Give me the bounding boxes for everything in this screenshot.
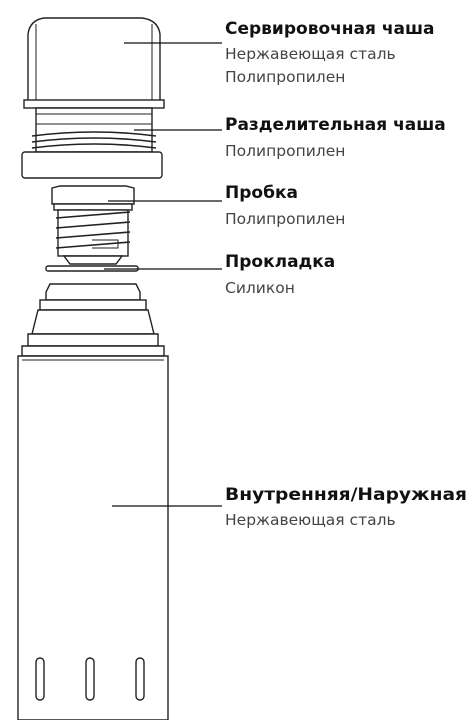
label-gasket: Прокладка Силикон (225, 252, 335, 297)
label-material: Силикон (225, 279, 295, 297)
stopper-drawing (51, 185, 135, 265)
label-title: Прокладка (225, 252, 335, 272)
label-stopper: Пробка Полипропилен (225, 183, 345, 228)
label-material: Нержавеющая сталь (225, 511, 396, 529)
label-title: Сервировочная чаша (225, 19, 435, 39)
label-title: Разделительная чаша (225, 115, 446, 135)
separator-cup-drawing (21, 107, 163, 179)
label-title: Пробка (225, 183, 298, 203)
label-body: Внутренняя/Наружная Нержавеющая сталь (225, 485, 467, 529)
label-material: Полипропилен (225, 142, 345, 160)
flask-body-drawing (17, 283, 169, 720)
label-material: Полипропилен (225, 68, 345, 86)
label-title: Внутренняя/Наружная (225, 485, 467, 505)
serving-cup-drawing (23, 17, 165, 109)
label-material: Полипропилен (225, 210, 345, 228)
label-serving-cup: Сервировочная чаша Нержавеющая сталь Пол… (225, 19, 435, 86)
label-separator-cup: Разделительная чаша Полипропилен (225, 115, 446, 160)
label-material: Нержавеющая сталь (225, 45, 396, 63)
